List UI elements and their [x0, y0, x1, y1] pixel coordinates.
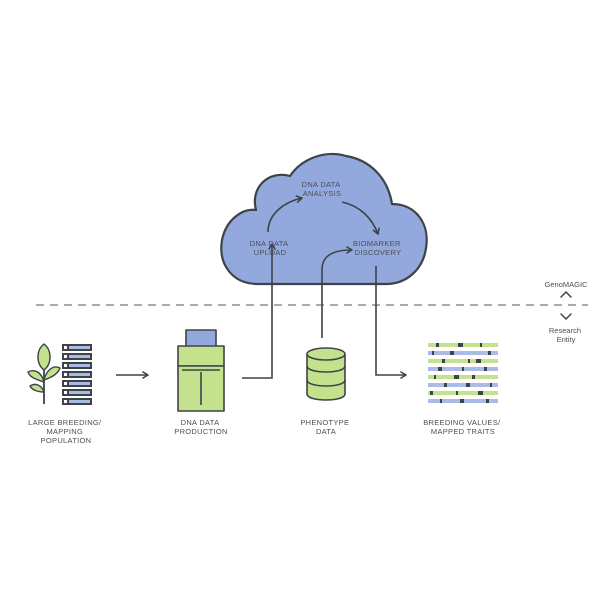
phenotype-label: PHENOTYPE DATA: [300, 418, 351, 436]
population-label: LARGE BREEDING/ MAPPING POPULATION: [28, 418, 104, 445]
research-entity-label: Research Entity: [549, 326, 583, 344]
biomarker-discovery-label: BIOMARKER DISCOVERY: [353, 239, 403, 257]
breeding-values-label: BREEDING VALUES/ MAPPED TRAITS: [423, 418, 503, 436]
phenotype-to-discovery-arrow: [321, 246, 353, 338]
chevron-down-icon: [560, 313, 572, 321]
upload-to-analysis-arrow: [267, 195, 303, 233]
plant-icon: [27, 343, 61, 404]
dna-upload-label: DNA DATA UPLOAD: [250, 239, 291, 257]
chevron-up-icon: [560, 290, 572, 298]
cloud-shape: [220, 152, 428, 286]
discovery-to-breeding-arrow: [375, 266, 407, 379]
genomagic-label: GenoMAGIC: [545, 280, 589, 289]
analysis-to-discovery-arrow: [341, 201, 380, 235]
sequencer-icon: [177, 329, 225, 412]
breeding-values-icon: [428, 343, 498, 403]
database-icon: [306, 347, 346, 401]
dna-analysis-label: DNA DATA ANALYSIS: [302, 180, 343, 198]
production-label: DNA DATA PRODUCTION: [174, 418, 227, 436]
production-to-upload-arrow: [242, 243, 276, 379]
population-samples-icon: [62, 344, 92, 405]
